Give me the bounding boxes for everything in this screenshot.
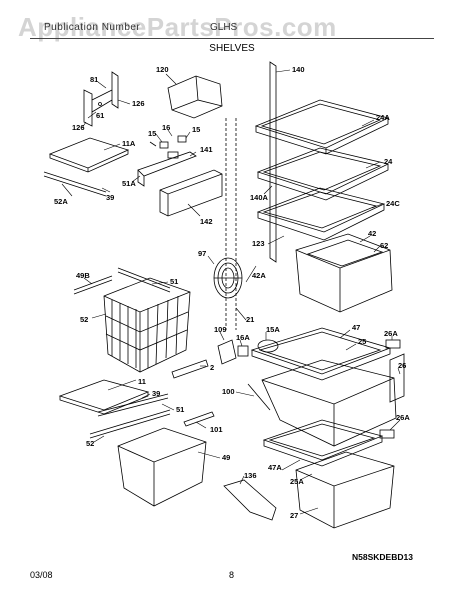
shelf-11a [43,137,130,197]
part-label: 142 [200,217,213,226]
part-label: 126 [72,123,85,132]
model-label: GLHS [210,22,238,33]
part-label: 49B [76,271,90,280]
part-label: 52 [80,315,88,324]
part-label: 25 [358,337,366,346]
part-label: 97 [198,249,206,258]
crisper-drawer-27 [295,451,395,529]
bracket-141 [137,151,197,187]
part-label: 123 [252,239,265,248]
part-label: 26 [398,361,406,370]
part-label: 51 [176,405,184,414]
part-label: 15A [266,325,280,334]
part-label: 26A [384,329,398,338]
header-rule [30,38,434,39]
rail-140 [269,61,277,263]
part-label: 51A [122,179,136,188]
fan-97 [213,257,243,299]
part-label: 61 [96,111,104,120]
bin-49 [117,427,207,507]
part-label: 47 [352,323,360,332]
part-label: 62 [380,241,388,250]
part-label: 21 [246,315,254,324]
watermark: AppliancePartsPros.com [18,12,337,42]
part-label: 109 [214,325,227,334]
part-labels: 81 126 61 126 120 140 15 16 15 11A 141 2… [54,65,410,520]
section-title: SHELVES [209,43,255,54]
part-label: 24 [384,157,393,166]
part-label: 47A [268,463,282,472]
part-label: 81 [90,75,98,84]
part-label: 39 [106,193,114,202]
bin-120 [167,75,223,119]
part-label: 136 [244,471,257,480]
part-label: 140 [292,65,305,74]
part-label: 42 [368,229,376,238]
footer-date: 03/08 [30,570,53,580]
part-label: 140A [250,193,269,202]
part-label: 100 [222,387,235,396]
part-label: 11 [138,377,146,386]
part-label: 11A [122,139,136,148]
footer-page-number: 8 [229,570,235,580]
part-label: 27 [290,511,298,520]
part-136 [223,479,277,521]
publication-label: Publication Number [44,22,141,33]
drawer-62 [295,233,393,313]
part-label: 2 [210,363,214,372]
part-label: 15 [192,125,200,134]
shelf-24a [254,99,390,155]
part-label: 16 [162,123,170,132]
part-label: 52 [86,439,94,448]
part-label: 24A [376,113,390,122]
lamp-parts [171,339,279,379]
part-label: 141 [200,145,213,154]
part-label: 120 [156,65,169,74]
side-parts-26 [379,339,405,439]
part-label: 16A [236,333,250,342]
crisper-cover-47a [262,419,384,467]
leader-lines [61,69,401,515]
shelf-24c [256,187,386,241]
part-label: 24C [386,199,400,208]
bracket-assembly [83,71,119,127]
part-label: 49 [222,453,230,462]
diagram-code: N58SKDEBD13 [352,552,413,562]
part-label: 26A [396,413,410,422]
panel-142 [159,169,223,217]
part-label: 52A [54,197,68,206]
crisper-drawer-25 [247,359,397,447]
part-label: 39 [152,389,160,398]
part-label: 15 [148,129,156,138]
part-label: 126 [132,99,145,108]
part-label: 101 [210,425,223,434]
small-parts-15-16 [149,135,187,159]
part-101 [183,411,215,427]
part-label: 25A [290,477,304,486]
part-label: 42A [252,271,266,280]
wire-basket [73,267,191,373]
shelf-24 [256,147,390,201]
part-label: 51 [170,277,178,286]
